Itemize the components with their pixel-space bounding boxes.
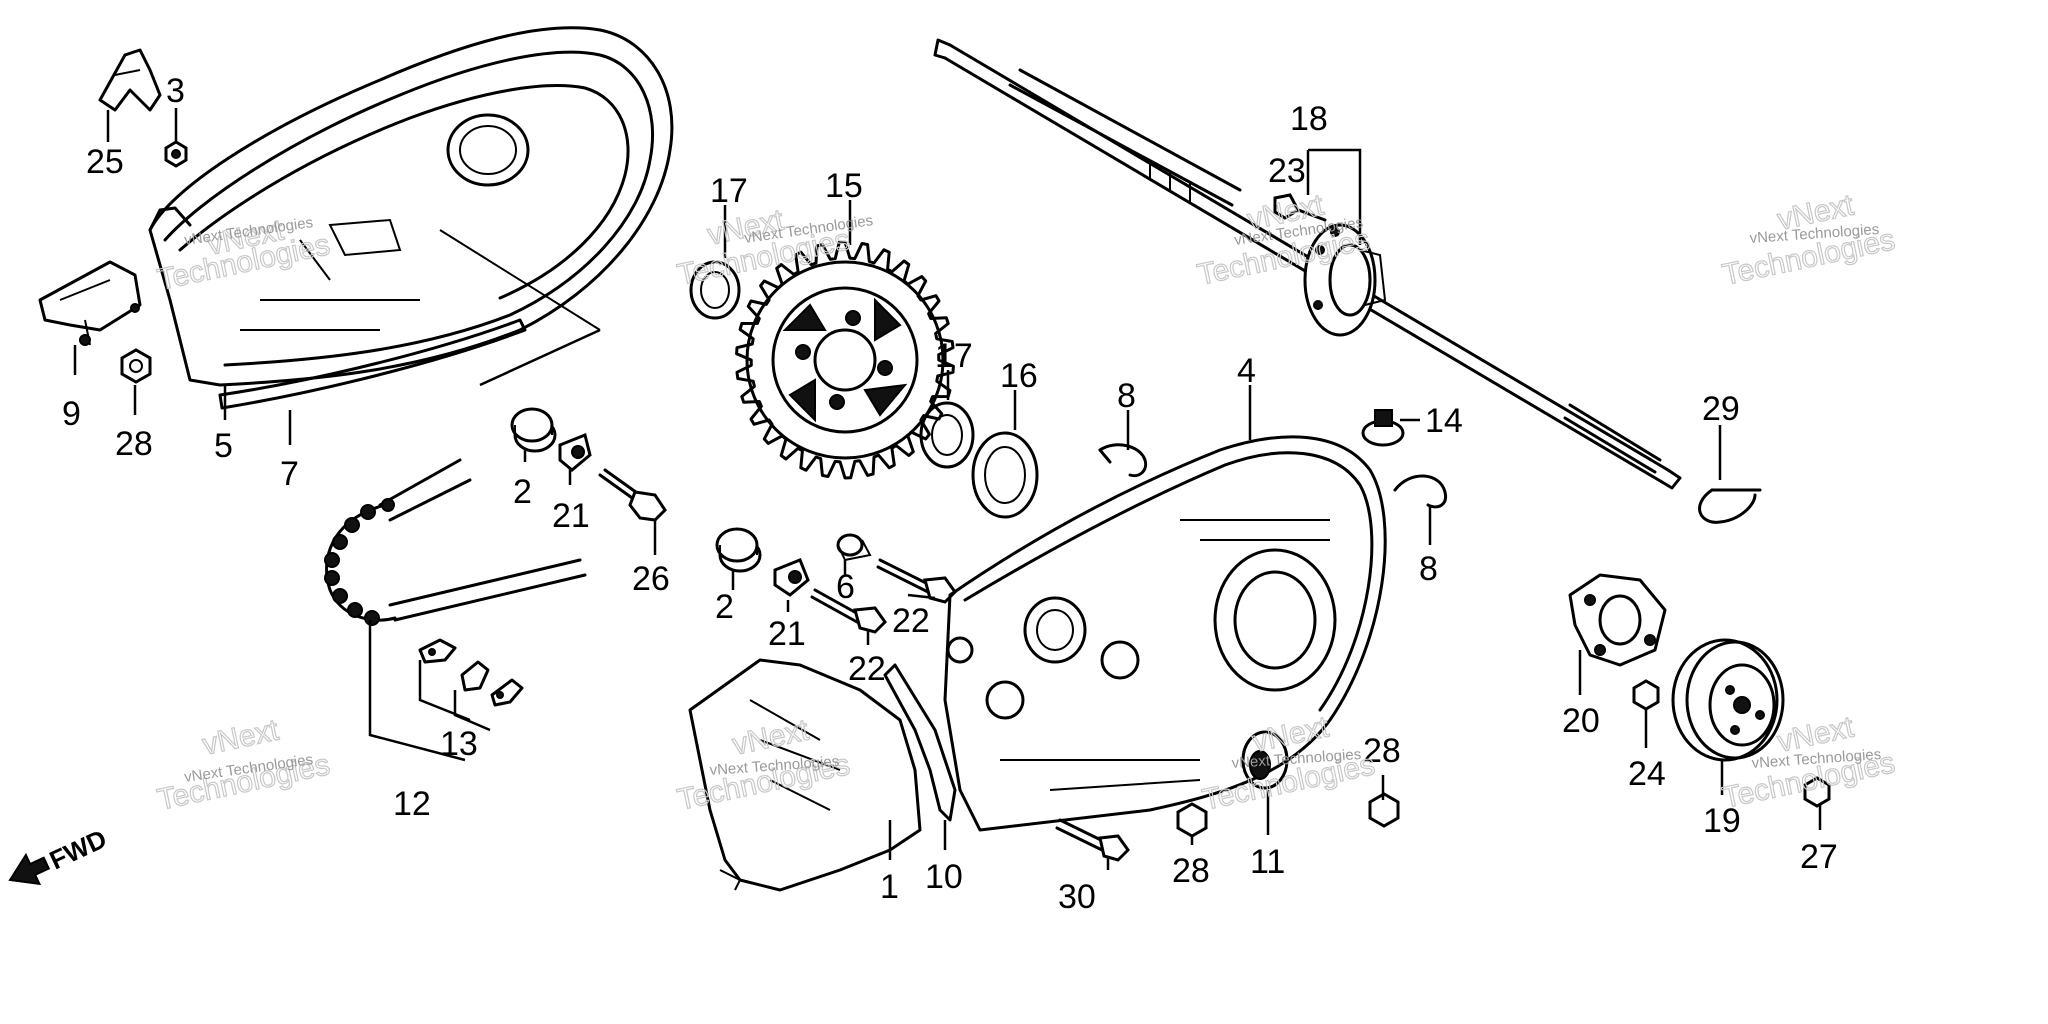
- callout-28-right: 28: [1363, 732, 1401, 770]
- callout-27: 27: [1800, 838, 1838, 876]
- callout-24: 24: [1628, 755, 1666, 793]
- flange-20: [1568, 573, 1667, 667]
- callout-4: 4: [1237, 352, 1256, 390]
- callout-14: 14: [1425, 402, 1463, 440]
- callout-21-upper: 21: [552, 497, 590, 535]
- callout-17-right: 17: [935, 337, 973, 375]
- callout-10: 10: [925, 858, 963, 896]
- clip-8-lower: [1393, 474, 1448, 509]
- strip-10: [883, 663, 957, 822]
- callout-30: 30: [1058, 878, 1096, 916]
- sprocket-15: [735, 240, 955, 480]
- callout-11: 11: [1250, 843, 1285, 881]
- callout-2-upper: 2: [513, 473, 532, 511]
- bolt-22-upper: [876, 558, 957, 604]
- bolt-26: [598, 468, 667, 522]
- fwd-label: FWD: [45, 823, 111, 875]
- nut-24: [1632, 679, 1660, 711]
- callout-29: 29: [1702, 390, 1740, 428]
- washer-21-upper: [558, 432, 592, 472]
- callout-numbers: 3 25 9 28 5 7 2 21 26 12 13 17 15 17 16 …: [62, 72, 1838, 916]
- callout-22-upper: 22: [892, 602, 930, 640]
- callout-8-lower: 8: [1419, 550, 1438, 588]
- nut-27: [1803, 776, 1831, 808]
- callout-22-lower: 22: [848, 650, 886, 688]
- callout-12: 12: [393, 785, 431, 823]
- callout-3: 3: [166, 72, 185, 110]
- bolt-23: [1273, 193, 1327, 222]
- roller-2-lower: [715, 527, 762, 573]
- callout-23: 23: [1268, 152, 1306, 190]
- upper-chain-case: [148, 26, 674, 410]
- callout-16: 16: [1000, 357, 1038, 395]
- clip-25: [98, 48, 162, 112]
- callout-25: 25: [86, 143, 124, 181]
- callout-8-upper: 8: [1117, 377, 1136, 415]
- watermarks: vNext Technologies vNext Technologies vN…: [154, 188, 1898, 818]
- callout-13: 13: [440, 725, 478, 763]
- drive-chain: [324, 458, 587, 626]
- callout-26: 26: [632, 560, 670, 598]
- washer-21-lower: [773, 558, 810, 597]
- callout-2-lower: 2: [715, 588, 734, 626]
- callout-1: 1: [880, 868, 899, 906]
- callout-15: 15: [825, 167, 863, 205]
- seal-11: [1241, 730, 1289, 790]
- master-link-13: [418, 638, 524, 707]
- roller-2-upper: [510, 407, 557, 453]
- callout-28-middle: 28: [1172, 852, 1210, 890]
- callout-17-left: 17: [710, 172, 748, 210]
- bracket-9: [38, 260, 142, 346]
- callout-9: 9: [62, 395, 81, 433]
- callout-21-lower: 21: [768, 615, 806, 653]
- lower-chain-case: [943, 435, 1387, 832]
- callout-18: 18: [1290, 100, 1328, 138]
- washer-17-right: [919, 401, 975, 469]
- collar-6: [836, 533, 872, 562]
- callout-28-left: 28: [115, 425, 153, 463]
- leader-lines: [73, 108, 1822, 870]
- callout-6: 6: [836, 568, 855, 606]
- callout-19: 19: [1703, 802, 1741, 840]
- nut-3: [164, 140, 188, 168]
- watermark-large-5: vNext: [200, 713, 283, 761]
- bolt-22-lower: [810, 588, 887, 634]
- clip-29: [1698, 488, 1762, 524]
- washer-17-left: [689, 260, 741, 320]
- clip-8-upper: [1098, 443, 1148, 478]
- nut-28-left: [120, 348, 152, 384]
- nut-28-middle: [1176, 802, 1208, 838]
- callout-20: 20: [1562, 702, 1600, 740]
- bolt-30: [1055, 818, 1130, 862]
- drum-19: [1671, 638, 1785, 762]
- callout-5: 5: [214, 427, 233, 465]
- callout-7: 7: [280, 455, 299, 493]
- fwd-arrow: FWD: [8, 823, 111, 886]
- cap-14: [1361, 409, 1405, 447]
- washer-16: [971, 431, 1039, 519]
- hub-18: [1303, 223, 1387, 337]
